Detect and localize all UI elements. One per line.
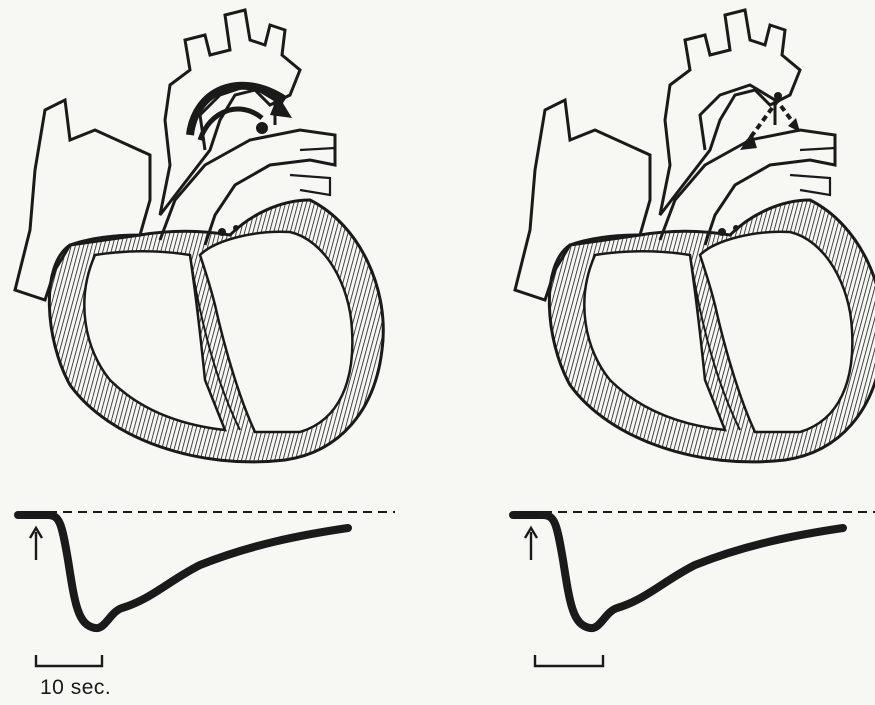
heart-diagram-left — [15, 10, 383, 462]
scale-bar-right — [535, 655, 603, 666]
dye-curve-right — [513, 512, 875, 628]
right-panel — [513, 10, 875, 666]
scale-bar-left — [36, 655, 102, 666]
heart-diagram-right — [515, 10, 875, 462]
scale-bar-label: 10 sec. — [40, 676, 111, 700]
left-panel — [15, 10, 395, 666]
dye-curve-left — [18, 512, 395, 628]
